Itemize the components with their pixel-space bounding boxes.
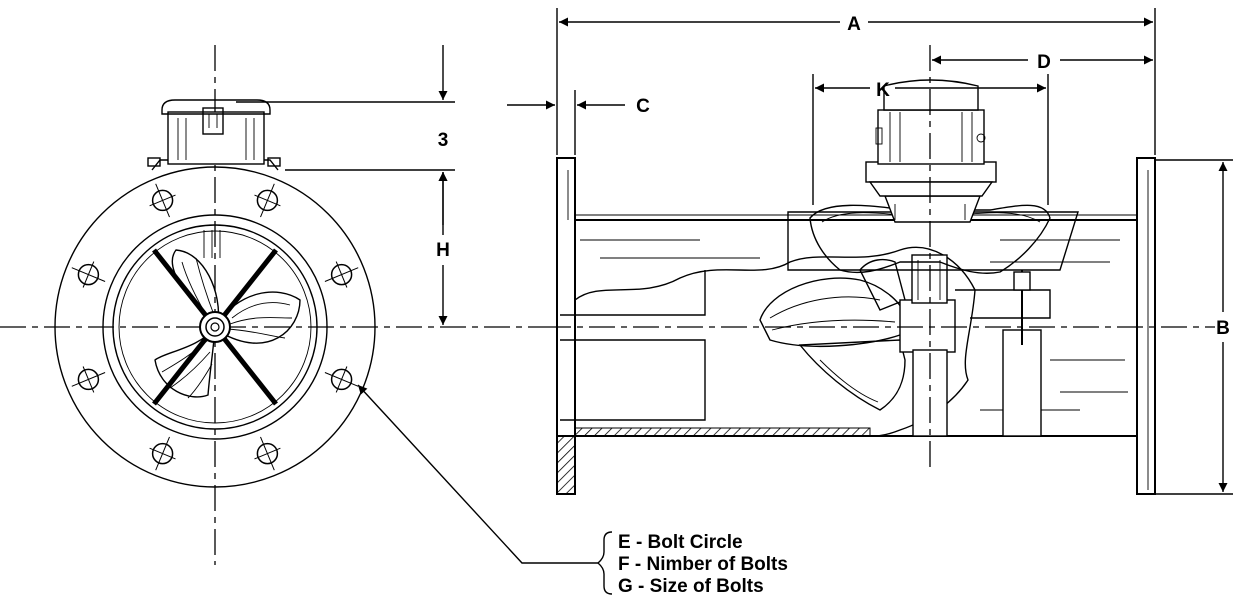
bolt-hole-centerline [254,194,281,207]
bolt-hole-centerline [335,366,348,393]
legend-bolt-circle: E - Bolt Circle [618,532,743,553]
pipe-inner-circle [112,224,318,430]
hub-shaft [210,322,220,332]
label-c: C [636,96,650,117]
outlet-flange [1136,157,1156,495]
bolt-holes [71,183,359,471]
side-view [545,45,1215,495]
height-dimensions [236,45,461,325]
legend-brace [596,531,613,595]
end-view-register [147,99,281,171]
side-view-register [865,79,997,223]
end-view [0,45,545,565]
legend-number-of-bolts: F - Nimber of Bolts [618,554,788,575]
bolt-hole-centerline [335,261,348,288]
side-view-propeller [759,254,956,411]
label-k: K [876,80,890,101]
bolt-hole-centerline [82,261,95,288]
label-b: B [1216,318,1230,339]
label-h: H [436,240,450,261]
pipe-bore-circle [118,230,312,424]
inlet-flange-section [556,435,576,495]
bolt-leader-line [357,384,598,564]
bolt-hole-centerline [82,366,95,393]
bearing-housing [899,299,956,353]
strut-2 [1002,329,1042,437]
bolt-hole-centerline [149,194,176,207]
label-3: 3 [438,130,449,151]
flange-outer-circle [54,166,376,488]
side-dimensions [357,8,1233,595]
pipe-bottom-section-hatch [559,427,871,437]
label-d: D [1037,52,1051,73]
legend-size-of-bolts: G - Size of Bolts [618,576,764,597]
label-a: A [847,14,861,35]
bolt-hole-centerline [149,447,176,460]
pipe-outer-circle [102,214,328,440]
bolt-hole-centerline [254,447,281,460]
